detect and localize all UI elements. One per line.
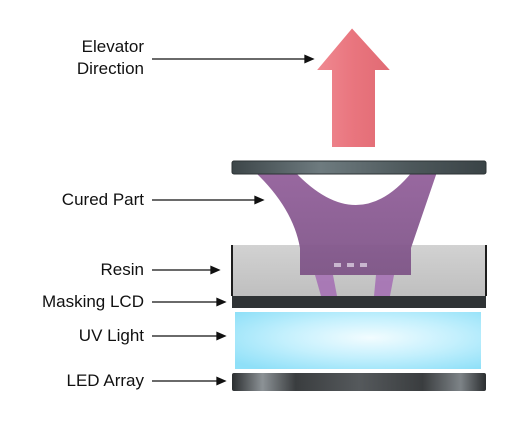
part-support-right bbox=[374, 275, 394, 296]
part-slot bbox=[334, 263, 341, 267]
arrowhead-icon bbox=[210, 265, 221, 275]
led-array-layer bbox=[232, 373, 486, 391]
part-support-left bbox=[315, 275, 337, 296]
build-plate bbox=[231, 160, 487, 175]
label-cured-part: Cured Part bbox=[61, 190, 144, 209]
cured-part-shape bbox=[255, 172, 437, 275]
arrowhead-icon bbox=[216, 376, 227, 386]
part-slot bbox=[347, 263, 354, 267]
masking-lcd-layer bbox=[232, 296, 486, 308]
label-elevator-direction: Elevator Direction bbox=[77, 36, 144, 80]
label-led-array: LED Array bbox=[66, 371, 144, 390]
label-masking-lcd: Masking LCD bbox=[41, 292, 144, 311]
arrowhead-icon bbox=[216, 331, 227, 341]
uv-light-layer bbox=[235, 312, 481, 369]
arrowhead-icon bbox=[216, 297, 227, 307]
label-elevator-line2: Direction bbox=[76, 59, 144, 78]
part-slot bbox=[360, 263, 367, 267]
arrowhead-icon bbox=[304, 54, 315, 64]
elevator-arrow-icon bbox=[312, 25, 395, 149]
label-uv-light: UV Light bbox=[78, 326, 144, 345]
label-resin: Resin bbox=[100, 260, 144, 279]
label-elevator-line1: Elevator bbox=[81, 37, 144, 56]
arrowhead-icon bbox=[254, 195, 265, 205]
